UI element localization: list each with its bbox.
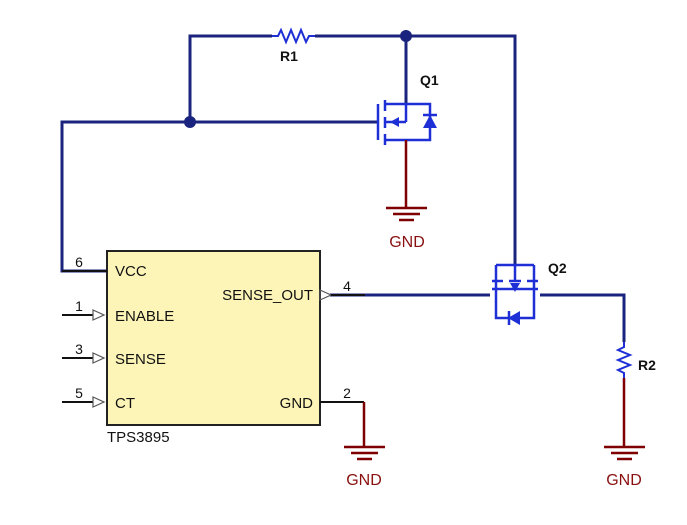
ic-body bbox=[106, 250, 321, 426]
pin4-number: 4 bbox=[343, 278, 351, 294]
q1-diode-triangle bbox=[423, 115, 437, 128]
ground-symbol-r2 bbox=[604, 445, 645, 461]
resistor-r2: R2 bbox=[615, 342, 656, 378]
pin-label-gnd: GND bbox=[280, 395, 314, 412]
wire-vcc-loop bbox=[60, 120, 378, 273]
q1-label: Q1 bbox=[420, 72, 439, 88]
pin3-number: 3 bbox=[75, 341, 83, 357]
junction-node-left bbox=[184, 116, 196, 128]
pin1-input-arrow bbox=[92, 309, 106, 321]
pin-label-sense-out: SENSE_OUT bbox=[222, 287, 313, 304]
ground-label-ic: GND bbox=[346, 472, 382, 489]
pin-label-ct: CT bbox=[115, 395, 135, 412]
wire-top-left bbox=[188, 34, 272, 122]
pin2-number: 2 bbox=[343, 385, 351, 401]
resistor-r1-body bbox=[272, 27, 315, 45]
wire-q2-r2 bbox=[540, 293, 626, 342]
r2-label: R2 bbox=[638, 357, 656, 373]
ground-label-r2: GND bbox=[606, 472, 642, 489]
resistor-r1: R1 bbox=[272, 27, 315, 64]
ground-symbol-q1 bbox=[386, 206, 427, 222]
q1-arrow bbox=[390, 117, 399, 127]
q2-label: Q2 bbox=[548, 260, 567, 276]
ic-name: TPS3895 bbox=[107, 429, 170, 446]
q2-diode-triangle bbox=[508, 311, 520, 325]
q2-arrow bbox=[510, 283, 520, 292]
pin4-output-arrow bbox=[319, 289, 333, 301]
resistor-r2-body bbox=[615, 342, 633, 378]
pin-label-vcc: VCC bbox=[115, 263, 147, 280]
junction-node-top bbox=[400, 30, 412, 42]
pin5-input-arrow bbox=[92, 396, 106, 408]
pin-label-enable: ENABLE bbox=[115, 308, 174, 325]
pin3-input-arrow bbox=[92, 352, 106, 364]
wire-top-right bbox=[315, 34, 517, 265]
pin6-number: 6 bbox=[75, 254, 83, 270]
ground-label-q1: GND bbox=[389, 234, 425, 251]
pin-label-sense: SENSE bbox=[115, 351, 166, 368]
pin1-number: 1 bbox=[75, 298, 83, 314]
ground-symbol-ic bbox=[344, 445, 385, 461]
r1-label: R1 bbox=[280, 48, 298, 64]
pin5-number: 5 bbox=[75, 385, 83, 401]
